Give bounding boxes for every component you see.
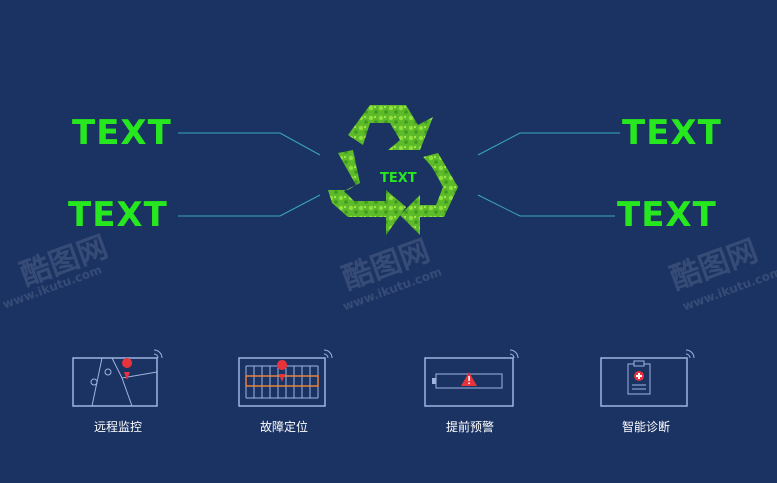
feature-label-remote-monitoring: 远程监控 — [93, 420, 143, 434]
warning-battery-icon — [424, 349, 519, 407]
recycle-icon — [328, 105, 458, 235]
feature-fault-location — [238, 348, 334, 414]
center-label: TEXT — [380, 171, 417, 186]
feature-remote-monitoring — [72, 348, 164, 414]
label-bottom-left: TEXT — [68, 195, 168, 235]
feature-label-early-warning: 提前预警 — [445, 420, 495, 434]
clipboard-medical-icon — [600, 349, 695, 407]
map-pin-icon — [72, 349, 163, 407]
label-top-left: TEXT — [72, 113, 172, 153]
feature-early-warning — [424, 348, 520, 414]
label-bottom-right: TEXT — [617, 195, 717, 235]
feature-label-smart-diagnosis: 智能诊断 — [621, 420, 671, 434]
grid-location-icon — [238, 349, 333, 407]
feature-label-fault-location: 故障定位 — [259, 420, 309, 434]
label-top-right: TEXT — [622, 113, 722, 153]
feature-smart-diagnosis — [600, 348, 696, 414]
